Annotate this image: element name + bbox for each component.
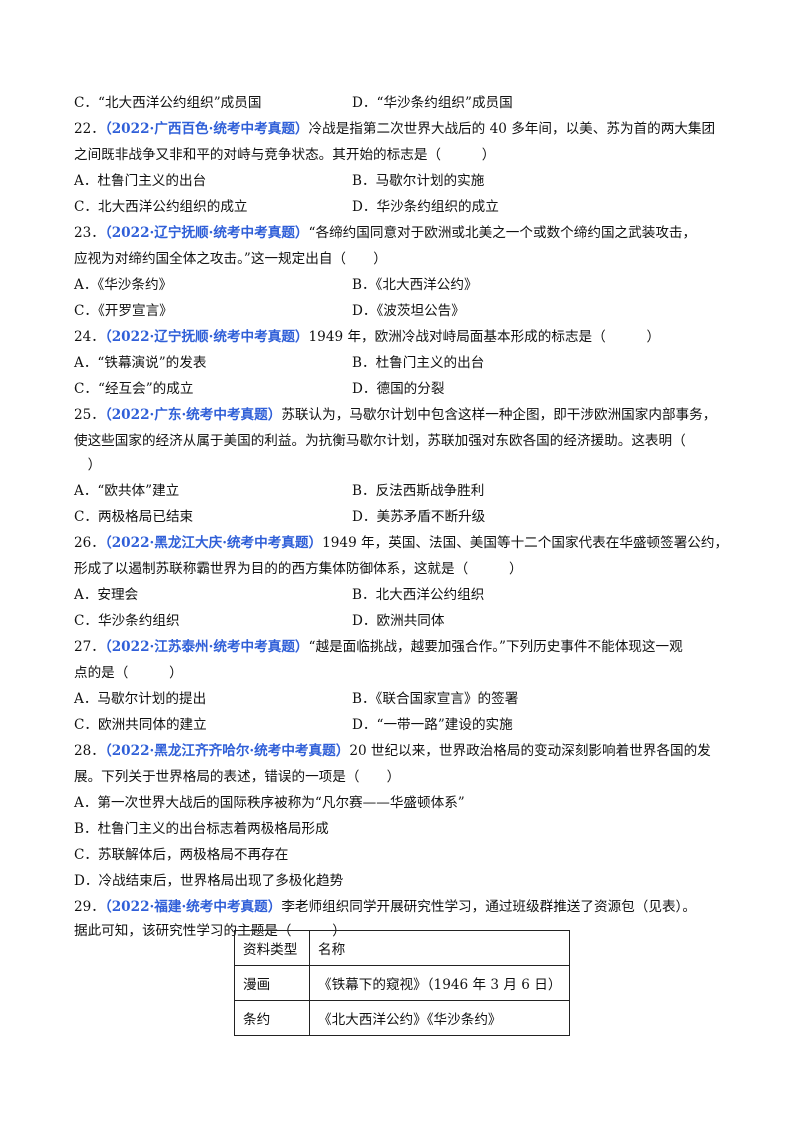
table-cell: 《铁幕下的窥视》（1946 年 3 月 6 日）: [308, 965, 571, 1001]
q29-stem-text: 李老师组织同学开展研究性学习，通过班级群推送了资源包（见表）。: [281, 899, 696, 915]
q22-option-b: B．马歇尔计划的实施: [352, 173, 485, 189]
table-row: 漫画 《铁幕下的窥视》（1946 年 3 月 6 日）: [234, 965, 571, 1001]
q23-option-a: A．《华沙条约》: [74, 277, 173, 293]
q25-option-c: C．两极格局已结束: [74, 509, 194, 525]
q23-stem-line-2: 应视为对缔约国全体之攻击。”这一规定出自（ ）: [74, 251, 387, 267]
q22-option-a: A．杜鲁门主义的出台: [74, 173, 207, 189]
q22-option-d: D．华沙条约组织的成立: [352, 199, 499, 215]
q22-stem-text: 冷战是指第二次世界大战后的 40 多年间，以美、苏为首的两大集团: [308, 121, 716, 137]
q27-option-c: C．欧洲共同体的建立: [74, 717, 207, 733]
q28-stem-text: 20 世纪以来，世界政治格局的变动深刻影响着世界各国的发: [349, 743, 711, 759]
table-cell: 条约: [234, 1000, 310, 1036]
question-number: 29．: [74, 899, 105, 915]
source-tag: （2022·黑龙江齐齐哈尔·统考中考真题）: [104, 743, 350, 759]
table-cell: 《北大西洋公约》《华沙条约》: [308, 1000, 571, 1036]
q29-stem-line-1: 29．（2022·福建·统考中考真题）李老师组织同学开展研究性学习，通过班级群推…: [74, 897, 734, 917]
table-header-row: 资料类型 名称: [234, 930, 571, 966]
q22-option-c: C．北大西洋公约组织的成立: [74, 199, 248, 215]
q22-stem-line-2: 之间既非战争又非和平的对峙与竞争状态。其开始的标志是（ ）: [74, 147, 496, 163]
q28-option-c: C．苏联解体后，两极格局不再存在: [74, 847, 289, 863]
q21-option-d: D．“华沙条约组织”成员国: [352, 95, 513, 111]
q25-stem-text: 苏联认为，马歇尔计划中包含这样一种企图，即干涉欧洲国家内部事务，: [281, 407, 717, 423]
q27-option-d: D．“一带一路”建设的实施: [352, 717, 513, 733]
q25-stem-line-1: 25．（2022·广东·统考中考真题）苏联认为，马歇尔计划中包含这样一种企图，即…: [74, 405, 734, 425]
source-tag: （2022·辽宁抚顺·统考中考真题）: [104, 225, 309, 241]
question-number: 22．: [74, 121, 105, 137]
q26-stem-text: 1949 年，英国、法国、美国等十二个国家代表在华盛顿签署公约，: [322, 535, 729, 551]
question-number: 28．: [74, 743, 105, 759]
source-tag: （2022·广西百色·统考中考真题）: [104, 121, 309, 137]
q23-stem-line-1: 23．（2022·辽宁抚顺·统考中考真题）“各缔约国同意对于欧洲或北美之一个或数…: [74, 223, 734, 243]
q27-stem-line-2: 点的是（ ）: [74, 665, 183, 681]
q25-option-a: A．“欧共体”建立: [74, 483, 180, 499]
source-tag: （2022·广东·统考中考真题）: [104, 407, 282, 423]
q28-option-d: D．冷战结束后，世界格局出现了多极化趋势: [74, 873, 344, 889]
q26-stem-line-2: 形成了以遏制苏联称霸世界为目的的西方集体防御体系，这就是（ ）: [74, 561, 523, 577]
table-cell: 漫画: [234, 965, 310, 1001]
source-tag: （2022·福建·统考中考真题）: [104, 899, 282, 915]
resource-table: 资料类型 名称 漫画 《铁幕下的窥视》（1946 年 3 月 6 日） 条约 《…: [234, 930, 571, 1036]
table-row: 条约 《北大西洋公约》《华沙条约》: [234, 1000, 571, 1036]
q26-option-b: B．北大西洋公约组织: [352, 587, 485, 603]
q25-stem-line-2: 使这些国家的经济从属于美国的利益。为抗衡马歇尔计划，苏联加强对东欧各国的经济援助…: [74, 433, 686, 449]
question-number: 27．: [74, 639, 105, 655]
q28-option-b: B．杜鲁门主义的出台标志着两极格局形成: [74, 821, 329, 837]
source-tag: （2022·江苏泰州·统考中考真题）: [104, 639, 309, 655]
q25-option-b: B．反法西斯战争胜利: [352, 483, 485, 499]
q23-stem-text: “各缔约国同意对于欧洲或北美之一个或数个缔约国之武装攻击，: [308, 225, 697, 241]
q27-stem-text: “越是面临挑战，越要加强合作。”下列历史事件不能体现这一观: [308, 639, 683, 655]
q28-option-a: A．第一次世界大战后的国际秩序被称为“凡尔赛——华盛顿体系”: [74, 795, 465, 811]
question-number: 24．: [74, 329, 105, 345]
q24-option-a: A．“铁幕演说”的发表: [74, 355, 207, 371]
q24-stem-text: 1949 年，欧洲冷战对峙局面基本形成的标志是（ ）: [308, 329, 661, 345]
q28-stem-line-2: 展。下列关于世界格局的表述，错误的一项是（ ）: [74, 769, 401, 785]
q26-stem-line-1: 26．（2022·黑龙江大庆·统考中考真题）1949 年，英国、法国、美国等十二…: [74, 533, 734, 553]
q28-stem-line-1: 28．（2022·黑龙江齐齐哈尔·统考中考真题）20 世纪以来，世界政治格局的变…: [74, 741, 734, 761]
source-tag: （2022·辽宁抚顺·统考中考真题）: [104, 329, 309, 345]
q22-stem-line-1: 22．（2022·广西百色·统考中考真题）冷战是指第二次世界大战后的 40 多年…: [74, 119, 734, 139]
question-number: 23．: [74, 225, 105, 241]
q27-option-a: A．马歇尔计划的提出: [74, 691, 207, 707]
q27-option-b: B．《联合国家宣言》的签署: [352, 691, 519, 707]
q25-stem-line-3: ）: [74, 457, 102, 473]
q24-option-b: B．杜鲁门主义的出台: [352, 355, 485, 371]
q23-option-b: B．《北大西洋公约》: [352, 277, 478, 293]
table-header-cell: 名称: [308, 930, 571, 966]
q24-option-d: D．德国的分裂: [352, 381, 445, 397]
table-header-cell: 资料类型: [234, 930, 310, 966]
source-tag: （2022·黑龙江大庆·统考中考真题）: [104, 535, 323, 551]
q24-option-c: C．“经互会”的成立: [74, 381, 194, 397]
q21-option-c: C．“北大西洋公约组织”成员国: [74, 95, 262, 111]
q25-option-d: D．美苏矛盾不断升级: [352, 509, 486, 525]
question-number: 26．: [74, 535, 105, 551]
q23-option-c: C．《开罗宣言》: [74, 303, 173, 319]
q26-option-c: C．华沙条约组织: [74, 613, 180, 629]
q27-stem-line-1: 27．（2022·江苏泰州·统考中考真题）“越是面临挑战，越要加强合作。”下列历…: [74, 637, 734, 657]
q24-stem-line-1: 24．（2022·辽宁抚顺·统考中考真题）1949 年，欧洲冷战对峙局面基本形成…: [74, 327, 734, 347]
q26-option-a: A．安理会: [74, 587, 139, 603]
q26-option-d: D．欧洲共同体: [352, 613, 445, 629]
question-number: 25．: [74, 407, 105, 423]
q23-option-d: D．《波茨坦公告》: [352, 303, 465, 319]
